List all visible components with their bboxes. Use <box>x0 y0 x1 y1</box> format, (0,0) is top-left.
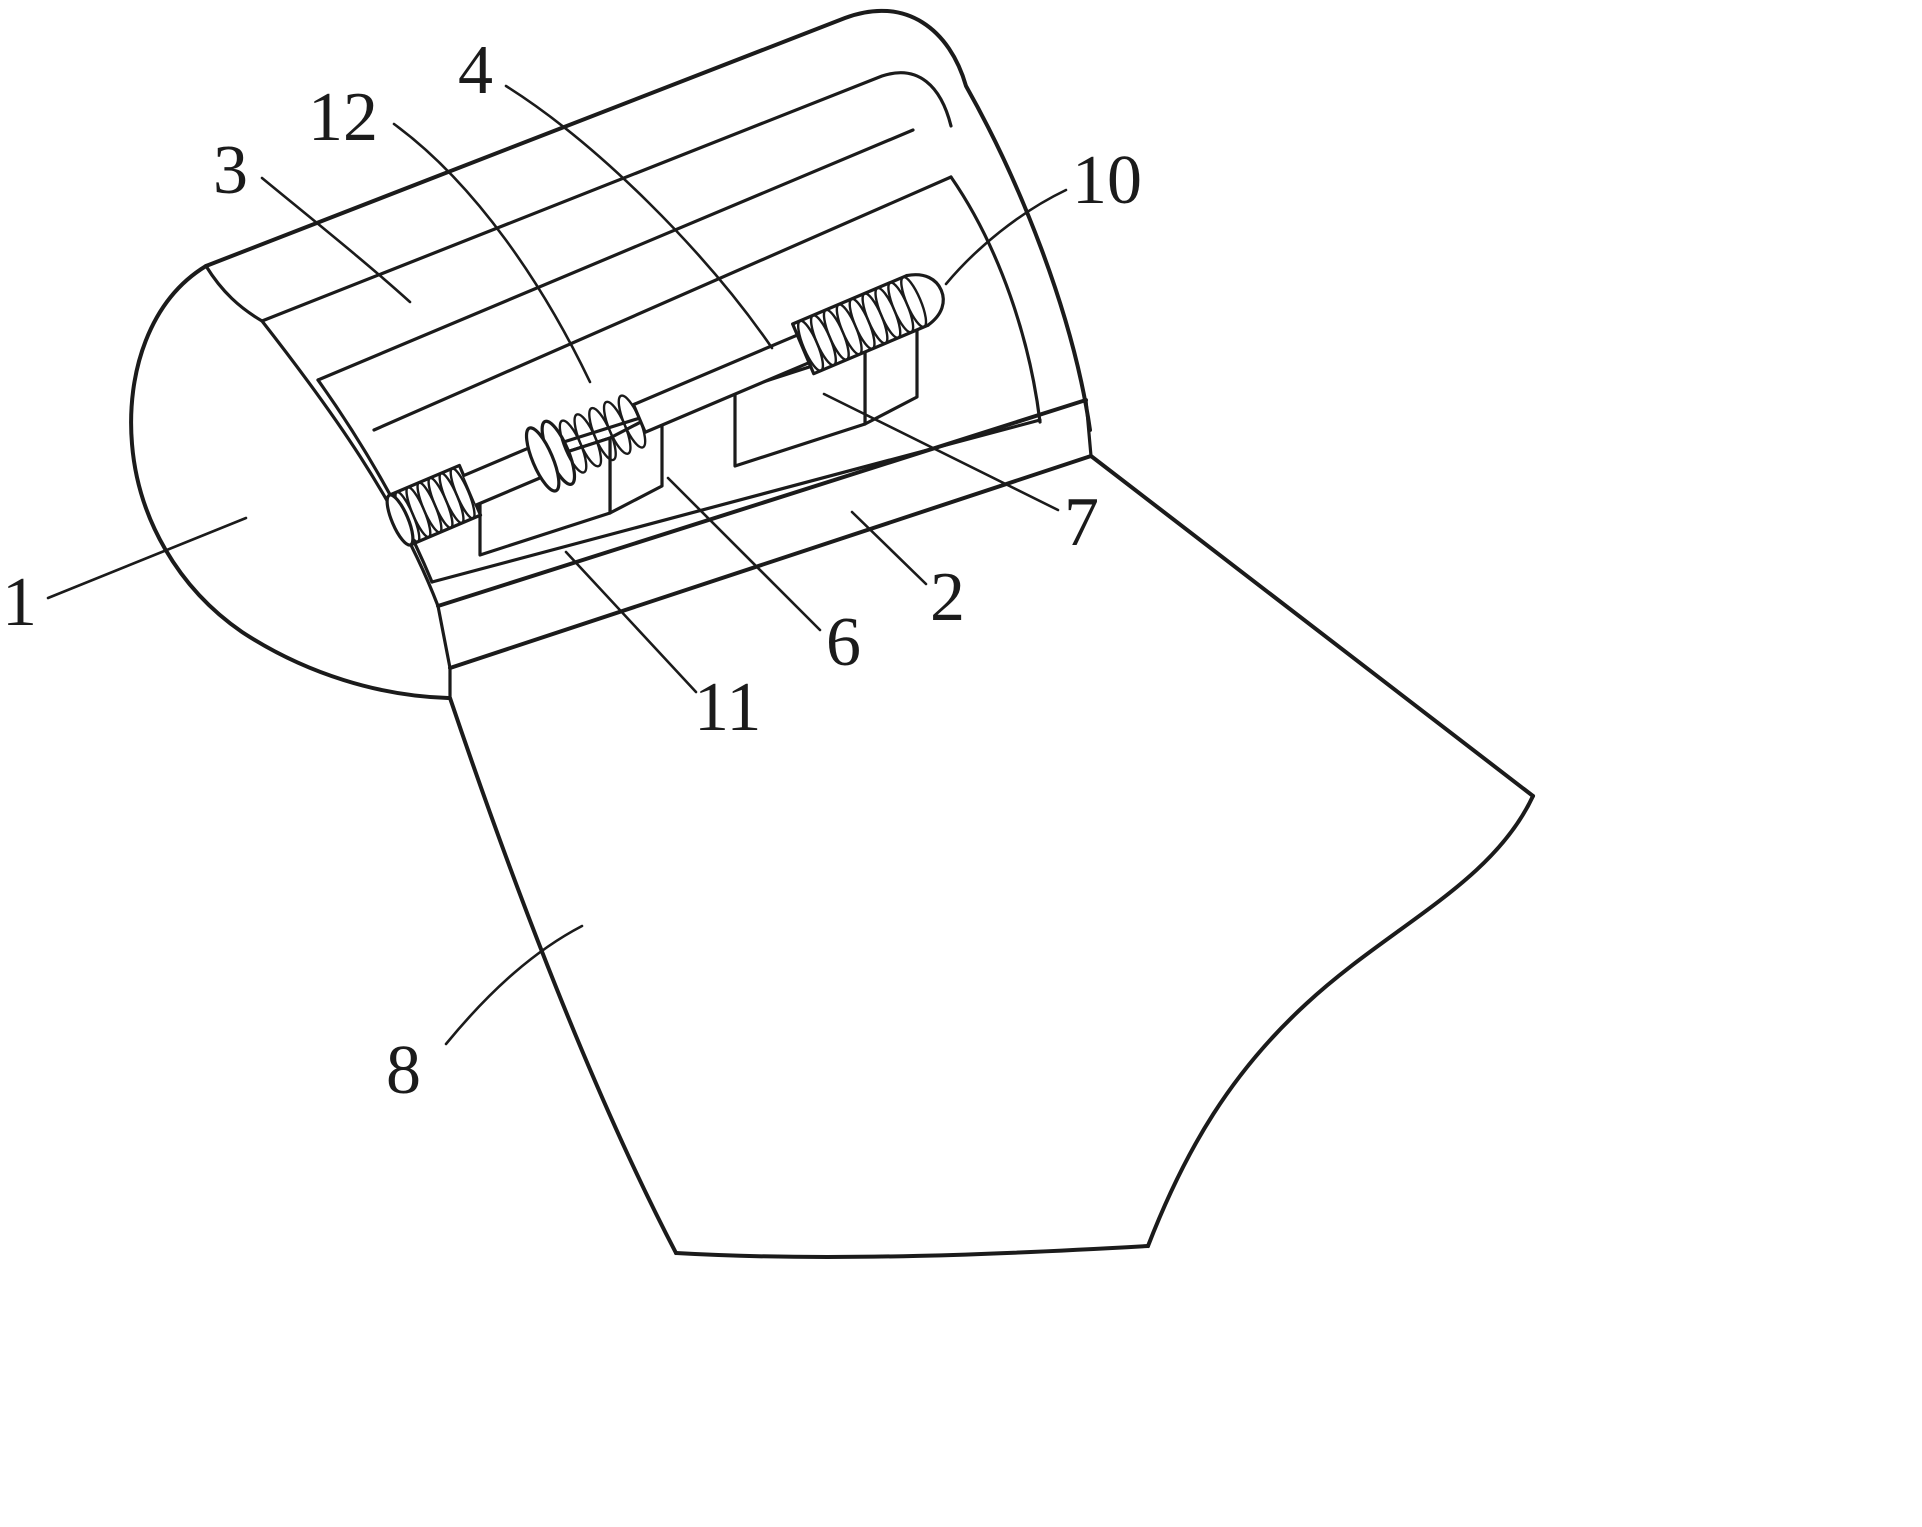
cylinder-right-inner-arc <box>949 175 1042 424</box>
plate-front-top-edge <box>436 398 1088 608</box>
cutout-far-wall-top-edge <box>316 128 915 382</box>
sheet-bottom-edge <box>674 1244 1150 1259</box>
leader-line-4 <box>504 84 774 350</box>
shaft-b-body <box>633 335 810 433</box>
leader-line-1 <box>46 516 248 600</box>
leader-line-8 <box>444 924 584 1046</box>
leader-line-10 <box>944 188 1068 286</box>
part-labels: 1 2 3 4 6 7 8 10 11 12 <box>2 32 1142 1109</box>
leader-lines <box>46 84 1068 1046</box>
part-label-10: 10 <box>1072 142 1142 219</box>
part-label-3: 3 <box>213 132 248 209</box>
leader-line-7 <box>822 392 1060 512</box>
plate-front-bottom-edge <box>448 454 1093 670</box>
shaft-a-outline <box>462 445 546 507</box>
boss-end-cap <box>385 493 415 547</box>
plate-right-edge <box>1084 398 1093 458</box>
roller-cylinder <box>129 8 1092 700</box>
threaded-rod-ribs <box>796 275 928 372</box>
band-sheet <box>448 454 1535 1259</box>
plate-left-edge <box>436 604 452 700</box>
part-label-6: 6 <box>826 604 861 681</box>
coil-spring <box>558 394 647 474</box>
washer-left <box>524 426 561 493</box>
boss-rib <box>449 467 476 520</box>
sheet-s-curve-edge <box>1146 794 1535 1248</box>
part-label-7: 7 <box>1064 484 1099 561</box>
cutout-left-face-inner-edge <box>316 378 434 584</box>
leader-line-11 <box>564 550 698 694</box>
leader-line-12 <box>392 122 592 384</box>
sheet-right-edge <box>1089 454 1535 798</box>
sheet-left-edge <box>448 696 678 1255</box>
cutout-left-face-outer-edge <box>260 319 440 608</box>
cylinder-top-outer-edge <box>204 8 1092 432</box>
cylinder-rim-line <box>204 71 953 323</box>
part-label-4: 4 <box>458 32 493 109</box>
leader-line-3 <box>260 176 412 304</box>
threaded-rod-body <box>792 266 950 374</box>
rod-tip <box>905 273 945 327</box>
shaft-assembly <box>385 266 950 547</box>
leader-line-6 <box>666 476 822 632</box>
thread-rib <box>900 275 928 329</box>
part-label-1: 1 <box>2 564 37 641</box>
cylinder-left-cap-outline <box>129 264 450 700</box>
part-label-11: 11 <box>694 669 761 746</box>
part-label-8: 8 <box>386 1032 421 1109</box>
leader-line-2 <box>850 510 928 586</box>
shaft-a-body <box>463 446 545 506</box>
part-label-2: 2 <box>930 559 965 636</box>
cutout-far-wall-inner-edge <box>372 175 953 432</box>
spring-coil <box>617 394 647 449</box>
base-plate <box>430 398 1093 700</box>
part-label-12: 12 <box>308 79 378 156</box>
